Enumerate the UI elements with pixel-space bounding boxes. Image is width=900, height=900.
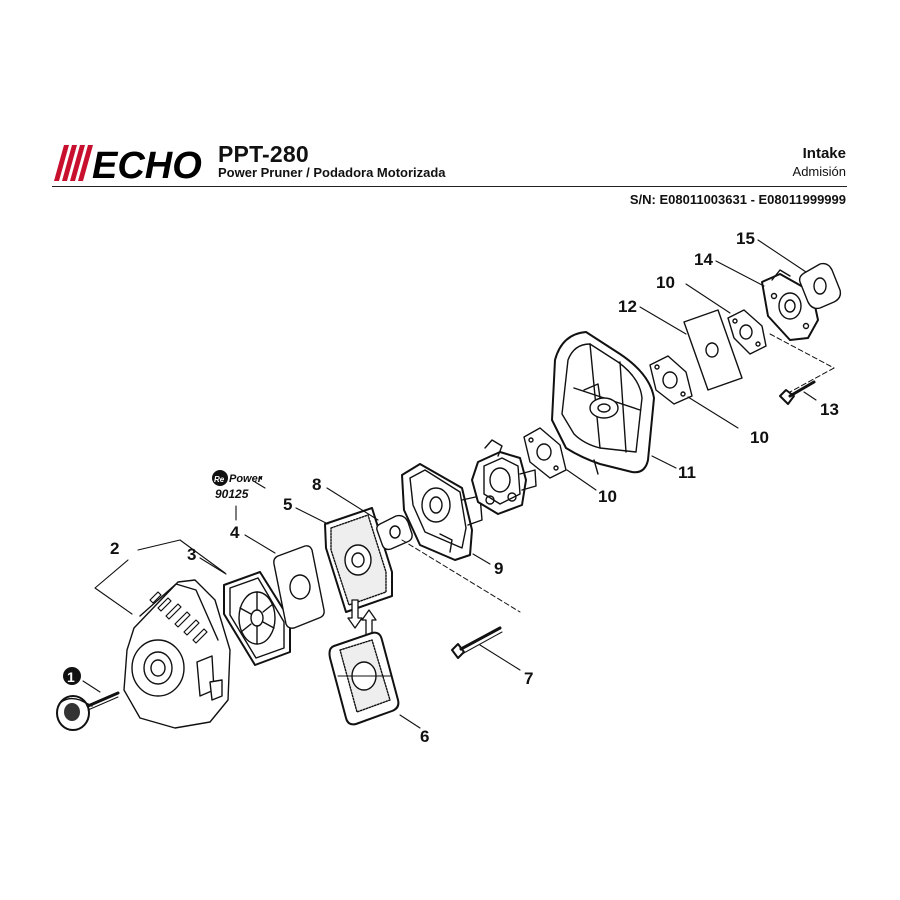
callout-labels: 1 2 3 4 5 6 7 8 9 10 10 10 11 12 13 14 1… — [63, 229, 839, 746]
section-title: Intake — [802, 145, 846, 162]
callout-4: 4 — [230, 523, 240, 542]
callout-15: 15 — [736, 229, 755, 248]
serial-range: S/N: E08011003631 - E08011999999 — [629, 192, 846, 207]
part-6-filter-element[interactable] — [328, 631, 400, 726]
callout-5: 5 — [283, 495, 292, 514]
leader-lines — [82, 239, 817, 729]
part-1-knob[interactable] — [56, 691, 120, 731]
repower-re-mark: Re — [214, 475, 225, 484]
part-12-insulator[interactable] — [683, 309, 743, 391]
repower-badge: Re Power 90125 — [212, 470, 263, 501]
repower-wordmark: Power — [229, 473, 263, 485]
model-number: PPT-280 — [218, 141, 309, 167]
part-15-gasket[interactable] — [798, 262, 842, 310]
part-9-air-cleaner-base[interactable] — [401, 463, 483, 561]
assembly-dashed-lines — [401, 333, 835, 613]
part-13-bolt[interactable] — [779, 380, 816, 405]
callout-6: 6 — [420, 727, 429, 746]
part-10-gasket-upper[interactable] — [727, 309, 767, 355]
callout-10-middle: 10 — [750, 428, 769, 447]
product-subtitle: Power Pruner / Podadora Motorizada — [218, 165, 446, 180]
part-8-gasket[interactable] — [376, 514, 413, 551]
header-divider — [52, 186, 847, 187]
part-7-bolt[interactable] — [451, 626, 503, 659]
callout-10-lower: 10 — [598, 487, 617, 506]
repower-part-code: 90125 — [215, 487, 249, 501]
callout-2: 2 — [110, 539, 119, 558]
callout-3: 3 — [187, 545, 196, 564]
callout-10-upper: 10 — [656, 273, 675, 292]
callout-8: 8 — [312, 475, 321, 494]
callout-11: 11 — [678, 463, 696, 482]
carburetor[interactable] — [471, 439, 537, 515]
svg-text:1: 1 — [67, 669, 75, 685]
part-5-filter-element[interactable] — [324, 507, 393, 613]
page-header: ECHO PPT-280 Power Pruner / Podadora Mot… — [0, 0, 900, 215]
callout-12: 12 — [618, 297, 637, 316]
callout-1: 1 — [63, 667, 81, 685]
echo-logo: ECHO — [54, 145, 202, 183]
callout-13: 13 — [820, 400, 839, 419]
section-title-es: Admisión — [792, 164, 846, 179]
part-11-air-cleaner-case[interactable] — [551, 331, 655, 475]
callout-9: 9 — [494, 559, 503, 578]
logo-wordmark: ECHO — [92, 145, 202, 183]
callout-14: 14 — [694, 250, 713, 269]
part-2-air-cleaner-cover[interactable] — [123, 579, 231, 729]
part-10-gasket-middle[interactable] — [649, 355, 693, 405]
logo-stripes — [54, 145, 93, 181]
part-3-filter-frame[interactable] — [223, 571, 291, 666]
part-4-foam-filter[interactable] — [273, 545, 325, 629]
part-10-gasket-lower[interactable] — [523, 427, 567, 479]
callout-7: 7 — [524, 669, 533, 688]
